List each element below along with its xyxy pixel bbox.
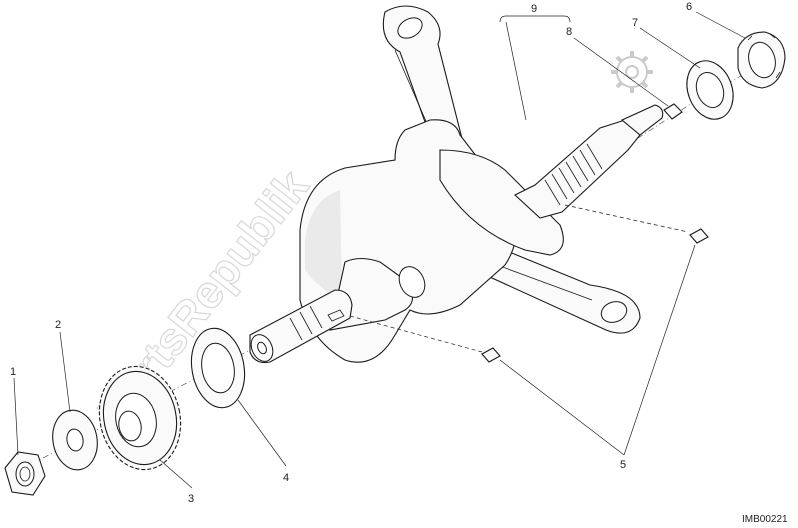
leader-lines bbox=[13, 11, 746, 489]
callout-1: 1 bbox=[10, 366, 16, 378]
thrust-washer-icon bbox=[190, 327, 246, 409]
hex-nut-icon bbox=[4, 451, 46, 496]
ring-nut-icon bbox=[737, 31, 786, 89]
callout-labels: 1 2 3 4 5 6 7 8 9 bbox=[10, 1, 692, 505]
callout-3: 3 bbox=[188, 493, 194, 505]
callout-6: 6 bbox=[686, 1, 692, 13]
washer-icon bbox=[52, 409, 98, 471]
drawing-code: IMB00221 bbox=[742, 514, 788, 525]
callout-2: 2 bbox=[55, 319, 61, 331]
callout-8: 8 bbox=[566, 26, 572, 38]
plug-icon bbox=[663, 103, 683, 120]
callout-9: 9 bbox=[531, 3, 537, 15]
gear-logo-icon bbox=[611, 51, 653, 93]
callout-7: 7 bbox=[632, 17, 638, 29]
washer-icon bbox=[686, 60, 734, 120]
woodruff-key-icon bbox=[327, 228, 709, 363]
callout-5: 5 bbox=[620, 459, 626, 471]
timing-gear-icon bbox=[98, 365, 182, 471]
callout-4: 4 bbox=[283, 472, 289, 484]
crankshaft bbox=[249, 104, 664, 364]
